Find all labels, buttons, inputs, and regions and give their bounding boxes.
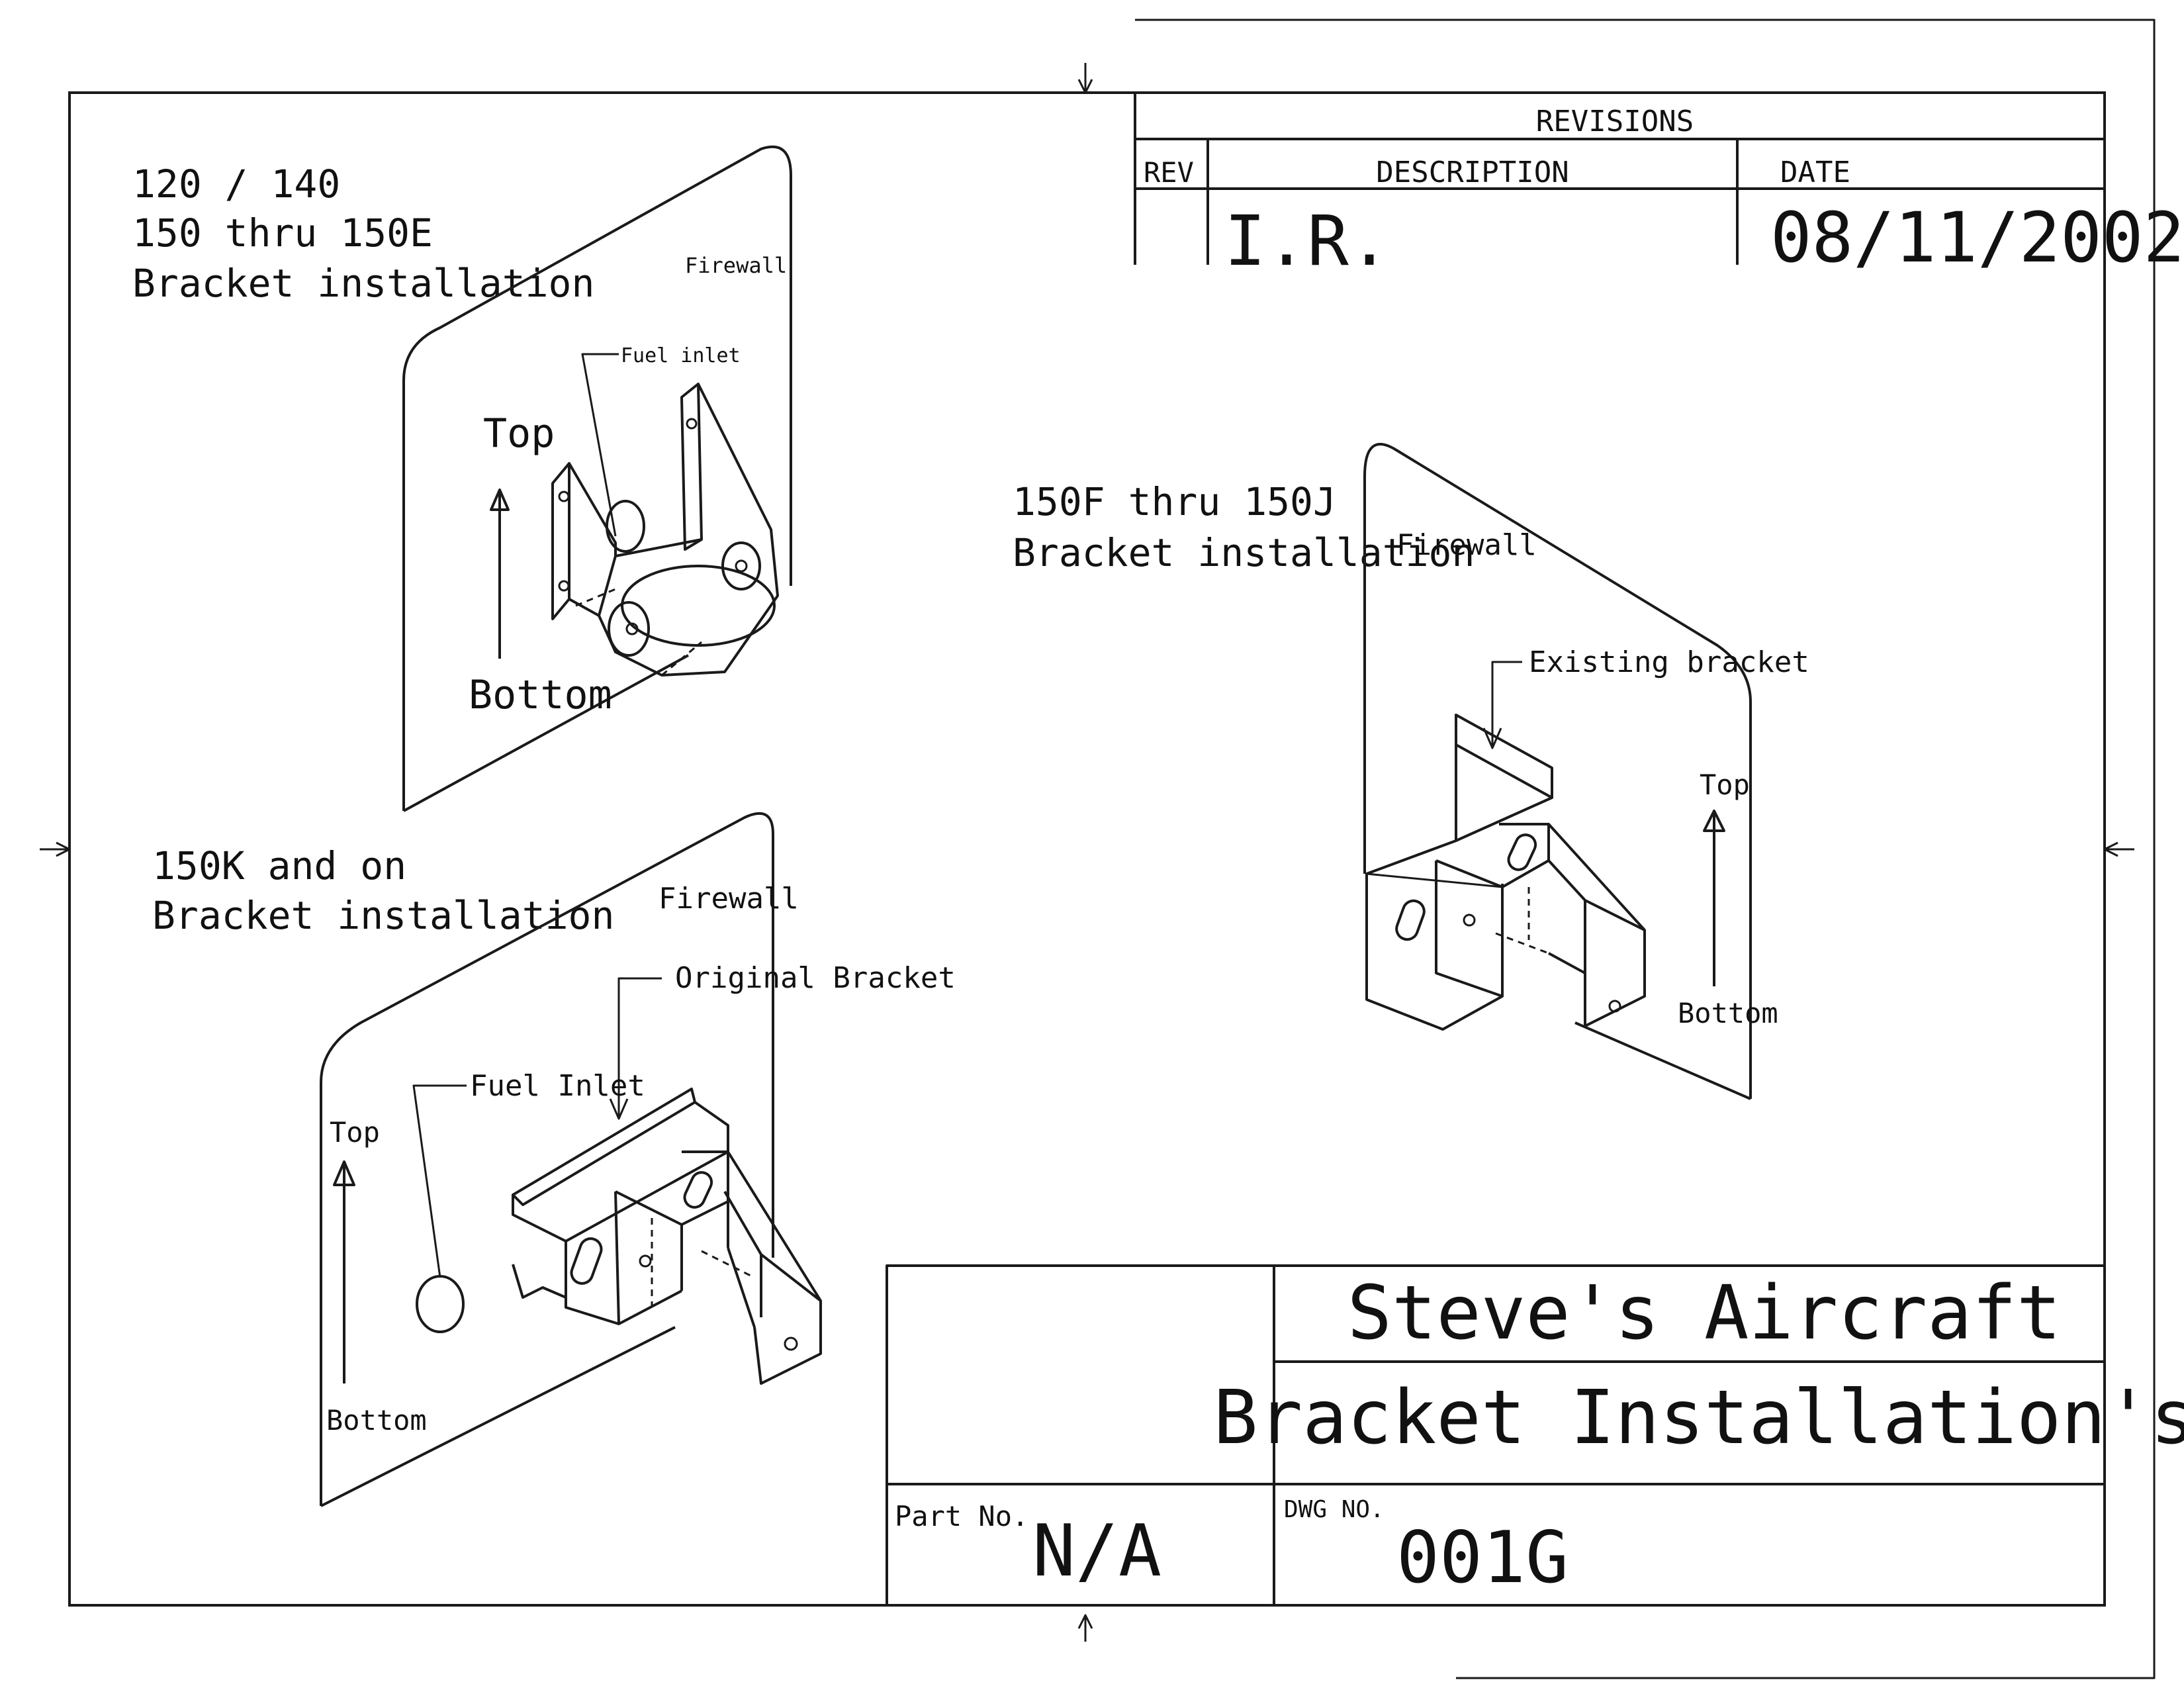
late-top-arrow	[333, 1160, 355, 1383]
dwg-number-value: 001G	[1396, 1517, 1569, 1599]
late-original-bracket-label: Original Bracket	[675, 961, 956, 995]
early-firewall-outline	[402, 145, 792, 811]
late-label-line-2: Bracket installation	[152, 893, 614, 938]
mid-firewall-outline	[1363, 443, 1752, 1099]
late-label-line-1: 150K and on	[152, 843, 406, 888]
center-mark-right	[2103, 841, 2134, 857]
center-mark-top	[1077, 63, 1093, 94]
mid-bottom-label: Bottom	[1678, 997, 1778, 1029]
early-bottom-label: Bottom	[469, 672, 612, 718]
mid-existing-bracket-label: Existing bracket	[1529, 645, 1809, 679]
late-fuel-inlet-hole	[416, 1275, 465, 1333]
description-column-header: DESCRIPTION	[1376, 156, 1569, 189]
revision-description: I.R.	[1224, 201, 1390, 281]
title-block: Steve's Aircraft Bracket Installation's …	[886, 1264, 2184, 1605]
date-column-header: DATE	[1780, 156, 1850, 189]
early-top-arrow	[490, 489, 510, 659]
view-mid-models: 150F thru 150J Bracket installation Fire…	[1013, 443, 1809, 1100]
mid-top-label: Top	[1700, 769, 1750, 801]
early-label-line-1: 120 / 140	[132, 162, 340, 207]
mid-bracket	[1365, 714, 1646, 1031]
late-bracket	[512, 1088, 822, 1385]
revision-date: 08/11/2002	[1770, 197, 2184, 278]
early-fuel-inlet-hole	[606, 500, 645, 553]
mid-top-arrow	[1703, 810, 1725, 986]
rev-column-header: REV	[1144, 156, 1194, 189]
early-top-label: Top	[483, 410, 555, 457]
center-mark-bottom	[1077, 1614, 1093, 1642]
mid-label-line-2: Bracket installation	[1013, 530, 1475, 575]
mid-firewall-label: Firewall	[1396, 528, 1537, 562]
early-label-line-3: Bracket installation	[132, 261, 594, 306]
late-bottom-label: Bottom	[326, 1404, 427, 1436]
early-fuel-inlet-label: Fuel inlet	[621, 344, 741, 367]
early-bracket	[551, 383, 779, 677]
part-number-label: Part No.	[895, 1500, 1028, 1532]
late-firewall-outline	[320, 812, 774, 1506]
view-early-models: 120 / 140 150 thru 150E Bracket installa…	[132, 145, 792, 812]
early-label-line-2: 150 thru 150E	[132, 211, 433, 256]
revisions-block: REVISIONS REV DESCRIPTION DATE I.R. 08/1…	[1134, 93, 2184, 281]
dwg-number-label: DWG NO.	[1284, 1496, 1385, 1523]
part-number-value: N/A	[1032, 1510, 1161, 1593]
early-firewall-label: Firewall	[685, 253, 787, 278]
drawing-title: Bracket Installation's	[1213, 1375, 2184, 1461]
sheet-frame	[40, 19, 2156, 1679]
late-firewall-label: Firewall	[659, 882, 799, 915]
scan-edge	[1135, 19, 2156, 1679]
view-late-models: 150K and on Bracket installation Firewal…	[152, 812, 956, 1507]
mid-label-line-1: 150F thru 150J	[1013, 479, 1336, 524]
late-fuel-inlet-label: Fuel Inlet	[470, 1069, 645, 1103]
company-name: Steve's Aircraft	[1347, 1270, 2062, 1356]
late-top-label: Top	[330, 1116, 380, 1149]
center-mark-left	[40, 841, 71, 857]
revisions-header: REVISIONS	[1536, 105, 1694, 138]
